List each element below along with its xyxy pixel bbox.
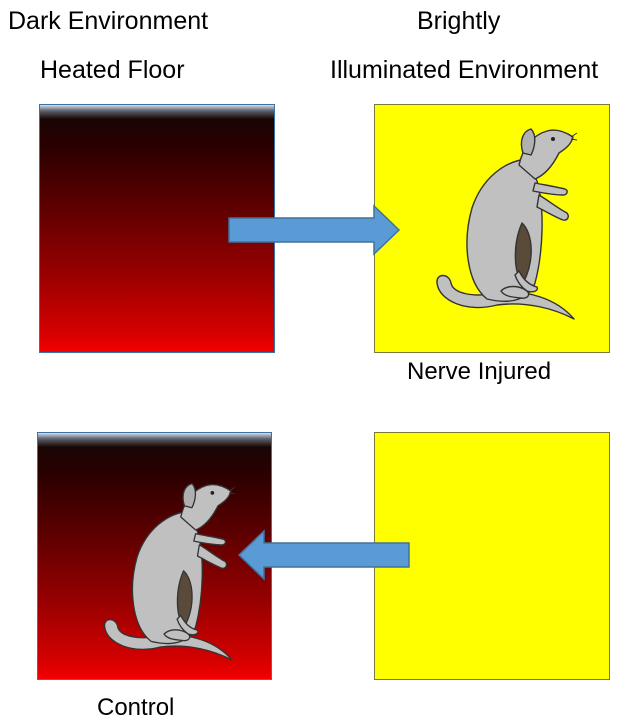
rat-icon <box>427 123 577 333</box>
illuminated-environment-label: Illuminated Environment <box>330 55 598 85</box>
rat-icon <box>90 478 240 673</box>
brightly-label: Brightly <box>417 6 500 36</box>
left-arrow-icon <box>238 530 410 580</box>
dark-environment-label: Dark Environment <box>8 6 208 36</box>
control-caption: Control <box>97 693 174 723</box>
heated-floor-label: Heated Floor <box>40 55 185 85</box>
nerve-injured-caption: Nerve Injured <box>407 357 551 387</box>
bright-chamber-top <box>374 104 610 353</box>
right-arrow-icon <box>228 205 400 255</box>
dark-heated-chamber-bottom <box>37 432 272 680</box>
